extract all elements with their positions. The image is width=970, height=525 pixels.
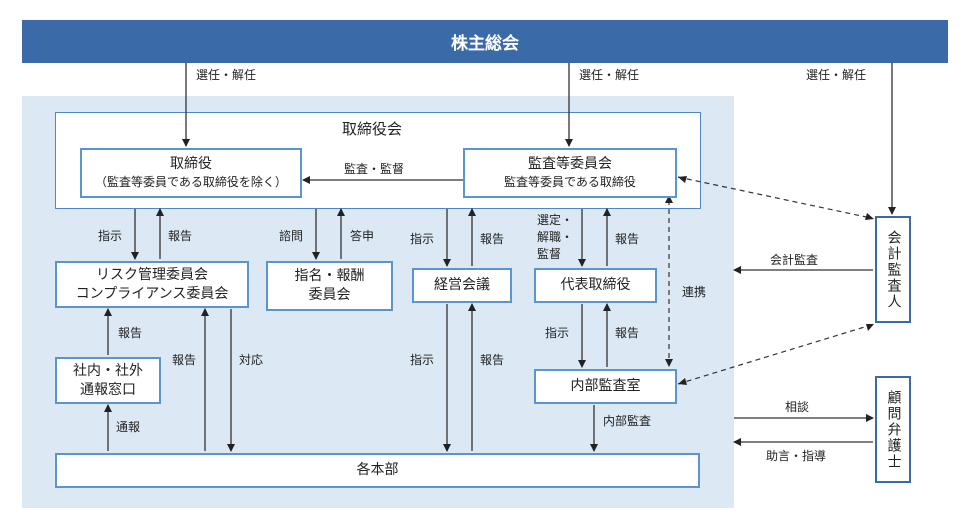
label-coordination: 連携 bbox=[682, 285, 707, 299]
departments-box: 各本部 bbox=[55, 453, 700, 488]
directors-box: 取締役 （監査等委員である取締役を除く） bbox=[80, 148, 302, 198]
audit-committee-subtitle: 監査等委員である取締役 bbox=[504, 175, 636, 190]
dashed-arrowhead-down bbox=[665, 359, 673, 367]
label-consultation: 相談 bbox=[785, 400, 810, 414]
dashed-audit-auditor bbox=[677, 176, 872, 219]
label-report-4: 報告 bbox=[118, 326, 143, 340]
label-report-2: 報告 bbox=[480, 232, 505, 246]
label-advice: 助言・指導 bbox=[766, 449, 827, 463]
departments-label: 各本部 bbox=[356, 462, 399, 479]
label-consult: 諮問 bbox=[279, 229, 304, 243]
dashed-arrowhead-auditor-2 bbox=[866, 324, 874, 331]
directors-subtitle: （監査等委員である取締役を除く） bbox=[95, 175, 287, 190]
label-appoint-1: 選定・ bbox=[537, 213, 574, 227]
dashed-arrowhead-auditor-1 bbox=[865, 213, 874, 220]
label-elect-dismiss-2: 選任・解任 bbox=[579, 68, 640, 82]
label-elect-dismiss-1: 選任・解任 bbox=[196, 68, 257, 82]
label-report-5: 報告 bbox=[172, 353, 197, 367]
label-instruct-3: 指示 bbox=[410, 353, 435, 367]
risk-committee-box: リスク管理委員会 コンプライアンス委員会 bbox=[55, 261, 249, 308]
label-appoint-2: 解職・ bbox=[537, 230, 574, 244]
label-appoint-3: 監督 bbox=[537, 247, 562, 261]
whistleblowing-line1: 社内・社外 bbox=[73, 362, 143, 379]
label-respond: 対応 bbox=[239, 353, 264, 367]
label-report-7: 報告 bbox=[615, 326, 640, 340]
legal-advisor-box: 顧問弁護士 bbox=[875, 376, 911, 483]
external-auditor-box: 会計監査人 bbox=[875, 216, 911, 323]
whistleblowing-line2: 通報窓口 bbox=[80, 381, 136, 398]
whistleblowing-box: 社内・社外 通報窓口 bbox=[55, 357, 161, 404]
dashed-arrowhead-up bbox=[665, 195, 673, 203]
label-internal-audit: 内部監査 bbox=[603, 414, 652, 428]
audit-committee-title: 監査等委員会 bbox=[528, 156, 612, 173]
label-report-6: 報告 bbox=[480, 353, 505, 367]
label-notify: 通報 bbox=[116, 420, 141, 434]
dashed-arrowhead-audit bbox=[678, 176, 687, 183]
label-report-1: 報告 bbox=[168, 229, 193, 243]
label-instruct-4: 指示 bbox=[545, 326, 570, 340]
label-instruct-1: 指示 bbox=[98, 229, 123, 243]
board-title: 取締役会 bbox=[342, 120, 403, 138]
representative-director-label: 代表取締役 bbox=[560, 277, 631, 294]
risk-committee-line1: リスク管理委員会 bbox=[96, 266, 208, 283]
external-auditor-label: 会計監査人 bbox=[885, 229, 902, 310]
nomination-committee-line2: 委員会 bbox=[308, 287, 351, 303]
risk-committee-line2: コンプライアンス委員会 bbox=[75, 285, 229, 302]
management-meeting-label: 経営会議 bbox=[434, 277, 490, 294]
label-reply: 答申 bbox=[350, 229, 375, 243]
nomination-committee-line1: 指名・報酬 bbox=[294, 268, 365, 285]
label-elect-dismiss-3: 選任・解任 bbox=[806, 68, 867, 82]
directors-title: 取締役 bbox=[170, 156, 212, 173]
representative-director-box: 代表取締役 bbox=[534, 268, 657, 303]
nomination-committee-box: 指名・報酬 委員会 bbox=[266, 261, 393, 311]
internal-audit-office-box: 内部監査室 bbox=[534, 369, 677, 404]
shareholders-meeting-label: 株主総会 bbox=[451, 34, 519, 54]
label-report-3: 報告 bbox=[615, 232, 640, 246]
label-accounting-audit: 会計監査 bbox=[770, 253, 819, 267]
audit-committee-box: 監査等委員会 監査等委員である取締役 bbox=[463, 148, 677, 198]
dashed-office-auditor bbox=[677, 324, 872, 385]
shareholders-meeting-bar: 株主総会 bbox=[22, 20, 948, 63]
dashed-arrowhead-office bbox=[678, 378, 687, 385]
label-audit-supervise: 監査・監督 bbox=[344, 162, 405, 176]
label-instruct-2: 指示 bbox=[410, 232, 435, 246]
management-meeting-box: 経営会議 bbox=[412, 268, 512, 303]
internal-audit-office-label: 内部監査室 bbox=[570, 378, 641, 395]
legal-advisor-label: 顧問弁護士 bbox=[885, 389, 902, 470]
